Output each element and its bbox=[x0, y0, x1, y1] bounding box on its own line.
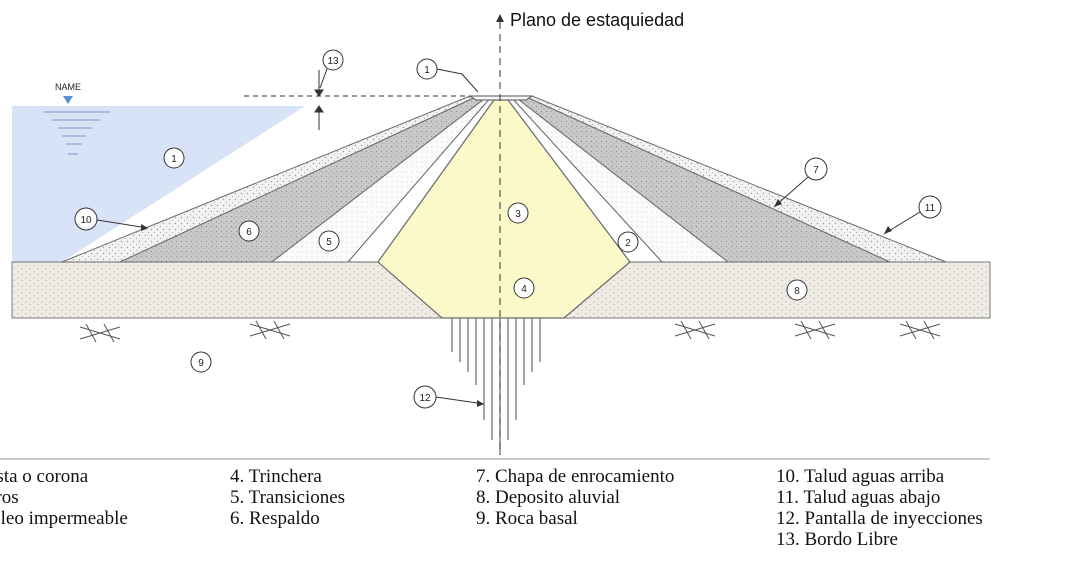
svg-text:9: 9 bbox=[198, 358, 204, 369]
legend-item-7: 7. Chapa de enrocamiento bbox=[476, 466, 675, 487]
svg-text:4: 4 bbox=[521, 284, 527, 295]
callout-8: 8 bbox=[786, 279, 808, 301]
grout-curtain bbox=[451, 318, 541, 455]
callout-6: 6 bbox=[238, 220, 260, 242]
water-level-symbol bbox=[44, 96, 110, 155]
legend-item-8: 8. Deposito aluvial bbox=[476, 487, 621, 508]
callout-2: 2 bbox=[617, 231, 639, 253]
callout-12: 12 bbox=[413, 385, 485, 409]
legend-item-12: 12. Pantalla de inyecciones bbox=[776, 508, 983, 529]
svg-text:10: 10 bbox=[80, 215, 92, 226]
callout-1-crest: 1 bbox=[416, 58, 479, 93]
dam-crest bbox=[468, 95, 534, 101]
bedrock-hatches bbox=[79, 320, 941, 343]
svg-text:1: 1 bbox=[424, 65, 430, 76]
svg-text:3: 3 bbox=[515, 209, 521, 220]
legend-item-9: 9. Roca basal bbox=[476, 508, 578, 529]
callout-10: 10 bbox=[74, 207, 149, 231]
callout-9-bedrock: 9 bbox=[190, 351, 212, 373]
svg-text:7: 7 bbox=[813, 165, 819, 176]
callout-5: 5 bbox=[318, 230, 340, 252]
callout-7: 7 bbox=[773, 157, 828, 208]
legend-item-11: 11. Talud aguas abajo bbox=[776, 487, 941, 508]
svg-text:12: 12 bbox=[419, 393, 431, 404]
legend-item-3: 3. Núcleo impermeable bbox=[0, 508, 128, 529]
svg-text:2: 2 bbox=[625, 238, 631, 249]
svg-text:11: 11 bbox=[925, 203, 936, 214]
callout-13: 13 bbox=[319, 49, 344, 89]
freeboard-arrows bbox=[314, 70, 324, 130]
svg-text:8: 8 bbox=[794, 286, 800, 297]
legend-item-13: 13. Bordo Libre bbox=[776, 529, 898, 550]
legend-item-5: 5. Transiciones bbox=[230, 487, 346, 508]
diagram-title: Plano de estaquiedad bbox=[510, 10, 684, 30]
svg-text:6: 6 bbox=[246, 227, 252, 238]
svg-text:13: 13 bbox=[327, 56, 339, 67]
legend-item-2: 2. Filtros bbox=[0, 487, 19, 508]
legend-item-1: 1. Cresta o corona bbox=[0, 466, 89, 487]
legend-item-6: 6. Respaldo bbox=[230, 508, 320, 529]
callout-1-water: 1 bbox=[163, 147, 185, 169]
legend-item-10: 10. Talud aguas arriba bbox=[776, 466, 945, 487]
callout-3: 3 bbox=[507, 202, 529, 224]
svg-text:5: 5 bbox=[326, 237, 332, 248]
callout-11: 11 bbox=[883, 195, 942, 235]
svg-text:1: 1 bbox=[171, 154, 177, 165]
callout-4: 4 bbox=[513, 277, 535, 299]
legend-item-4: 4. Trinchera bbox=[230, 466, 322, 487]
water-level-label: NAME bbox=[55, 82, 81, 92]
